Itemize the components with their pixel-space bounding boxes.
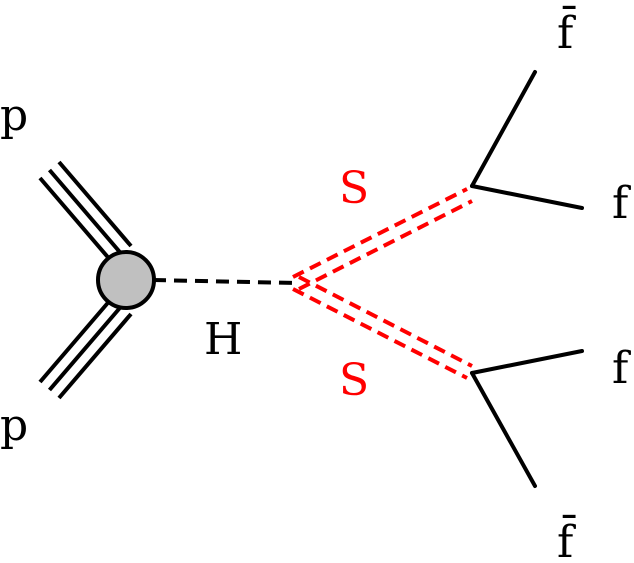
fermion-lines-top bbox=[470, 70, 584, 210]
scalar-label-bottom: S bbox=[339, 355, 369, 406]
proton-line-top bbox=[38, 160, 133, 264]
fermion-label-top: f bbox=[612, 178, 631, 229]
higgs-propagator bbox=[152, 278, 297, 285]
fermion-lines-bottom bbox=[470, 349, 584, 488]
fermion-label-bottom: f bbox=[612, 343, 631, 394]
production-blob bbox=[96, 250, 156, 310]
antifermion-label-top: f̄ bbox=[557, 4, 576, 59]
proton-label-top: p bbox=[0, 90, 28, 141]
proton-line-bottom bbox=[38, 296, 133, 400]
scalar-line-top bbox=[292, 187, 473, 291]
antifermion-label-bottom: f̄ bbox=[557, 513, 576, 563]
scalar-line-bottom bbox=[292, 275, 473, 380]
scalar-label-top: S bbox=[339, 163, 369, 214]
higgs-label: H bbox=[204, 314, 242, 365]
proton-label-bottom: p bbox=[0, 400, 28, 451]
